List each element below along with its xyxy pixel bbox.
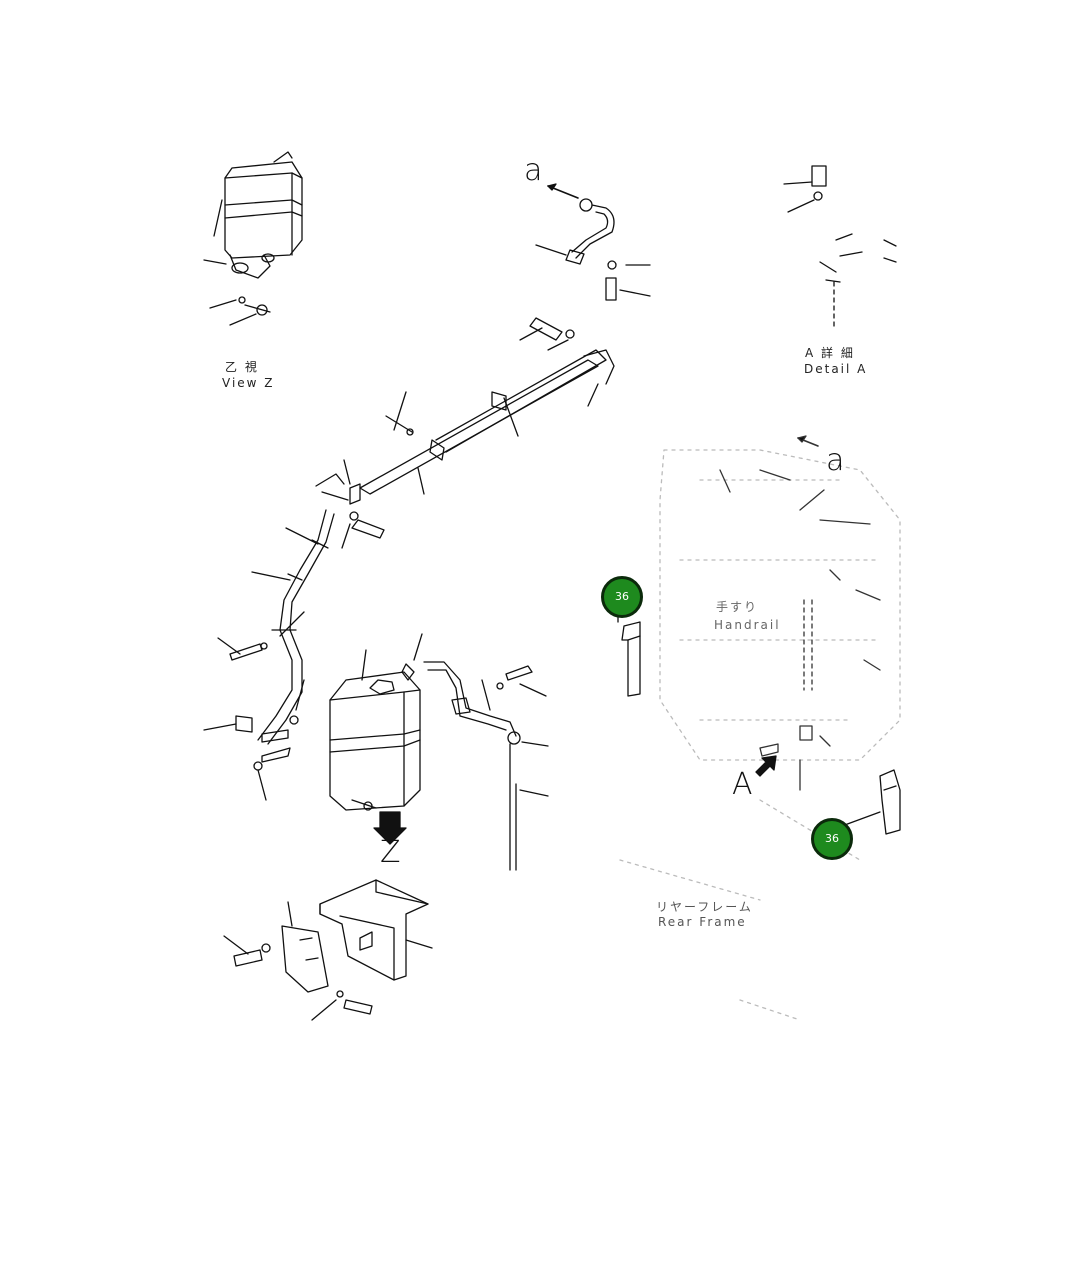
letter-a-top: a: [524, 153, 543, 188]
detail-a-label-jp: A 詳 細: [805, 346, 855, 360]
long-pipe: [315, 317, 615, 549]
rear-frame-label-jp: リヤーフレーム: [656, 900, 753, 914]
rear-frame-label-en: Rear Frame: [658, 915, 747, 929]
view-z-label-jp: 乙 視: [225, 360, 259, 374]
handrail-label-en: Handrail: [714, 618, 781, 632]
detail-a-bolt: [783, 165, 897, 327]
top-hose-fitting: [535, 183, 651, 301]
handrail-label-jp: 手すり: [716, 600, 759, 614]
callout-36-bracket[interactable]: 36: [811, 818, 853, 860]
callout-36-handrail[interactable]: 36: [601, 576, 643, 618]
handrail-part-right: [841, 769, 901, 835]
main-tank: [329, 649, 421, 845]
bracket-assembly: [223, 879, 433, 1021]
rear-frame: [619, 449, 901, 1021]
left-hose: [203, 509, 335, 801]
letter-A-callout: A: [732, 767, 753, 802]
letter-Z-callout: Z: [380, 835, 401, 870]
letter-a-right: a: [826, 443, 845, 478]
view-z-label-en: View Z: [222, 376, 275, 390]
detail-a-label-en: Detail A: [804, 362, 868, 376]
a-arrow: [755, 755, 777, 777]
rear-frame-details: [719, 435, 881, 791]
right-hose: [401, 633, 549, 871]
view-z-tank: [203, 151, 303, 326]
